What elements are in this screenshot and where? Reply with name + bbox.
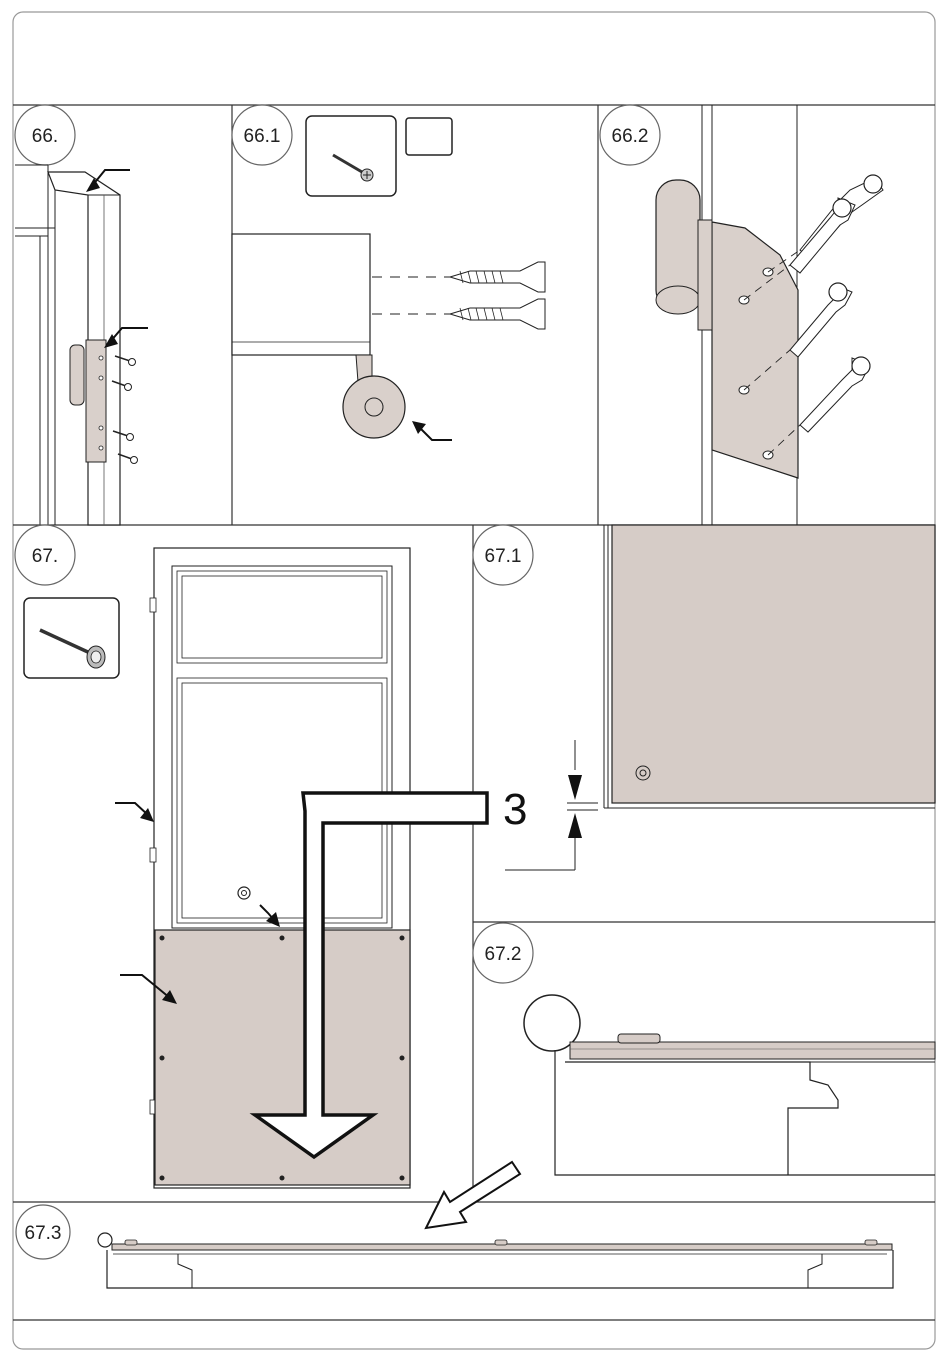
step-66-1-label: 66.1 [244, 126, 281, 147]
washer-screw-icon [24, 598, 119, 678]
gap-dimension-value: 3 [503, 785, 527, 834]
screw-icon [306, 116, 396, 196]
kick-panel-detail [612, 525, 935, 803]
empty-quantity-box [406, 118, 452, 155]
step-67-1-label: 67.1 [485, 546, 522, 567]
step-67-2-label: 67.2 [485, 944, 522, 965]
step-66-label: 66. [32, 126, 58, 147]
step-67-3-label: 67.3 [25, 1223, 62, 1244]
step-66-2-label: 66.2 [612, 126, 649, 147]
step-67-label: 67. [32, 546, 58, 567]
kick-panel [155, 930, 410, 1185]
